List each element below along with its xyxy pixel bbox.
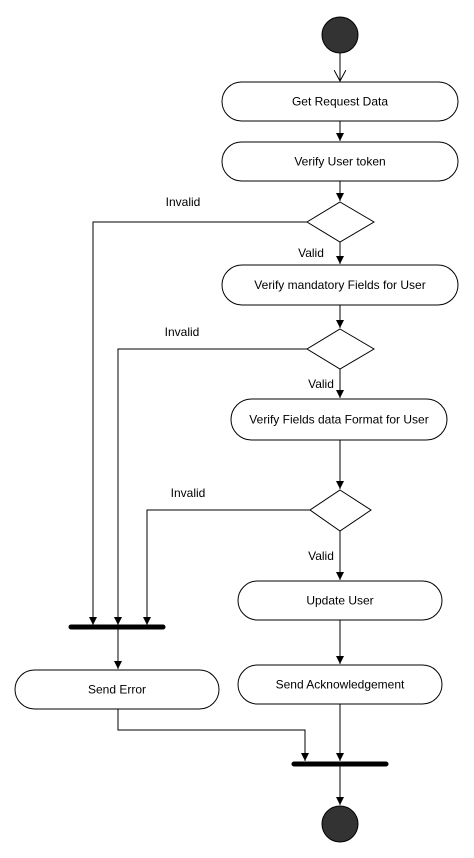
guard-decision-2-valid: Valid xyxy=(308,377,334,391)
guard-decision-2-invalid: Invalid xyxy=(165,325,200,339)
flow-send-error-to-final-join xyxy=(117,709,309,761)
action-update-user-label: Update User xyxy=(306,594,373,608)
decision-mandatory-valid xyxy=(306,328,375,370)
flow-decision-2-invalid xyxy=(114,348,307,625)
guard-decision-1-valid: Valid xyxy=(298,246,324,260)
flow-decision-3-invalid xyxy=(143,509,310,625)
action-get-request-data-label: Get Request Data xyxy=(292,95,388,109)
action-verify-mandatory-fields-label: Verify mandatory Fields for User xyxy=(254,278,425,292)
initial-node xyxy=(321,16,359,54)
guard-decision-3-valid: Valid xyxy=(308,549,334,563)
decision-format-valid xyxy=(309,489,372,532)
action-verify-user-token-label: Verify User token xyxy=(294,155,385,169)
action-send-acknowledgement-label: Send Acknowledgement xyxy=(276,678,405,692)
action-send-error xyxy=(14,669,220,710)
decision-token-valid xyxy=(306,201,375,243)
action-verify-fields-format xyxy=(230,398,448,441)
flow-decision-1-invalid xyxy=(89,221,307,625)
guard-decision-1-invalid: Invalid xyxy=(166,195,201,209)
final-node xyxy=(321,805,359,843)
guard-decision-3-invalid: Invalid xyxy=(171,486,206,500)
action-send-error-label: Send Error xyxy=(88,683,146,697)
action-verify-fields-format-label: Verify Fields data Format for User xyxy=(249,413,428,427)
